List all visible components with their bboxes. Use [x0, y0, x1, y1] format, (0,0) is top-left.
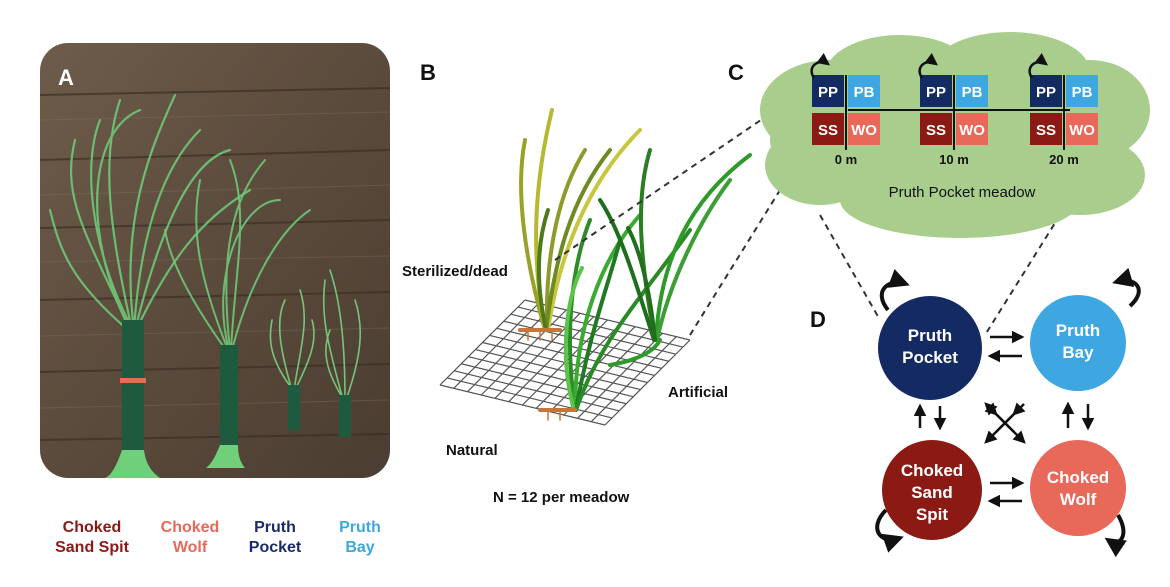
plot-cell-ss: [812, 113, 844, 145]
meadow-panel: C PP PB SS WO 0 m PP PB SS WO 10 m PP PB SS WO 20 m Pr…: [728, 32, 1150, 238]
label-natural: Natural: [446, 442, 498, 459]
plot-cell-ss: [920, 113, 952, 145]
panel-label-a: A: [58, 65, 74, 90]
label-pruth-bay-line2: Bay: [345, 539, 374, 556]
artificial-shoot: [598, 148, 752, 367]
diagonal-arrow-heads: [984, 402, 1026, 433]
label-choked-sand-spit-line1: Choked: [63, 519, 122, 536]
label-choked-wolf-line1: Choked: [161, 519, 220, 536]
transect-plot: PP PB SS WO 10 m: [918, 53, 988, 167]
node-pruth-pocket: [878, 296, 982, 400]
plot-cell-label-pp: PP: [926, 84, 946, 101]
distance-label: 10 m: [939, 152, 969, 167]
plot-panel: B: [402, 60, 752, 506]
plot-cell-pb: [956, 75, 988, 107]
plot-grid: [439, 299, 691, 426]
node-choked-wolf-line1: Choked: [1047, 468, 1109, 487]
plot-cell-pp: [920, 75, 952, 107]
grid-line: [590, 336, 677, 423]
plot-cell-label-wo: WO: [959, 122, 985, 139]
node-choked-sand-spit: [882, 440, 982, 540]
plot-cell-pb: [848, 75, 880, 107]
label-artificial: Artificial: [668, 384, 728, 401]
plot-cell-pp: [1030, 75, 1062, 107]
plot-cell-label-ss: SS: [926, 122, 946, 139]
grid-line: [475, 349, 641, 391]
grid-line: [604, 339, 691, 426]
plot-cell-wo: [956, 113, 988, 145]
label-pruth-pocket-line2: Pocket: [249, 539, 302, 556]
node-choked-sand-spit-line1: Choked: [901, 461, 963, 480]
transect-plot: PP PB SS WO 20 m: [1028, 53, 1098, 167]
network-panel: D Pruth Pocket Pruth Bay Choked Sand Spi…: [810, 267, 1141, 558]
shoots: [518, 108, 752, 421]
label-choked-sand-spit-line2: Sand Spit: [55, 539, 129, 556]
self-transplant-icon: [918, 53, 939, 79]
plot-cell-label-ss: SS: [1036, 122, 1056, 139]
label-sterilized: Sterilized/dead: [402, 263, 508, 280]
node-pruth-pocket-line1: Pruth: [908, 326, 952, 345]
panel-label-c: C: [728, 60, 744, 85]
grid-line: [439, 384, 606, 426]
meadow-name: Pruth Pocket meadow: [889, 184, 1036, 201]
plot-cell-label-wo: WO: [851, 122, 877, 139]
plot-cell-ss: [1030, 113, 1062, 145]
grid-line: [454, 370, 620, 412]
plot-cell-pb: [1066, 75, 1098, 107]
plot-cell-label-pp: PP: [1036, 84, 1056, 101]
panel-label-d: D: [810, 307, 826, 332]
transect-plot: PP PB SS WO 0 m: [810, 53, 880, 167]
self-transplant-icon: [810, 53, 831, 79]
grid-line: [461, 363, 627, 405]
eelgrass-bundle-pruth-bay: [322, 269, 362, 437]
plot-cell-label-ss: SS: [818, 122, 838, 139]
plot-cell-label-pb: PB: [1072, 84, 1093, 101]
plot-cell-wo: [1066, 113, 1098, 145]
plot-cell-label-pb: PB: [962, 84, 983, 101]
eelgrass-bundle-choked-wolf: [164, 159, 311, 468]
plot-cell-wo: [848, 113, 880, 145]
node-choked-wolf: [1030, 440, 1126, 536]
photo-panel: A: [40, 43, 390, 478]
network-nodes: [878, 295, 1126, 540]
photo-labels: Choked Sand Spit Choked Wolf Pruth Pocke…: [55, 519, 381, 556]
node-choked-sand-spit-line2: Sand: [911, 483, 953, 502]
plot-cell-pp: [812, 75, 844, 107]
distance-label: 0 m: [835, 152, 857, 167]
node-choked-sand-spit-line3: Spit: [916, 505, 948, 524]
node-pruth-bay: [1030, 295, 1126, 391]
eelgrass-bundle-pruth-pocket: [269, 289, 315, 430]
node-pruth-bay-line1: Pruth: [1056, 321, 1100, 340]
network-node-labels: Pruth Pocket Pruth Bay Choked Sand Spit …: [901, 321, 1109, 524]
sample-size-label: N = 12 per meadow: [493, 489, 630, 506]
grid-line: [446, 377, 613, 419]
plot-cell-label-pp: PP: [818, 84, 838, 101]
plot-cell-label-pb: PB: [854, 84, 875, 101]
node-choked-wolf-line2: Wolf: [1060, 490, 1097, 509]
self-loop-arrows: [875, 267, 1141, 558]
transect-plots: PP PB SS WO 0 m PP PB SS WO 10 m PP PB SS WO 20 m: [810, 53, 1098, 167]
node-pruth-pocket-line2: Pocket: [902, 348, 958, 367]
node-pruth-bay-line2: Bay: [1062, 343, 1094, 362]
grid-line: [468, 356, 634, 398]
distance-label: 20 m: [1049, 152, 1079, 167]
panel-label-b: B: [420, 60, 436, 85]
label-pruth-bay-line1: Pruth: [339, 519, 381, 536]
wood-background: [40, 43, 390, 478]
self-transplant-icon: [1028, 53, 1049, 79]
eelgrass-bundle-choked-sand-spit: [48, 93, 252, 478]
label-choked-wolf-line2: Wolf: [173, 539, 208, 556]
label-pruth-pocket-line1: Pruth: [254, 519, 296, 536]
plot-cell-label-wo: WO: [1069, 122, 1095, 139]
sterilized-shoot: [518, 108, 642, 341]
